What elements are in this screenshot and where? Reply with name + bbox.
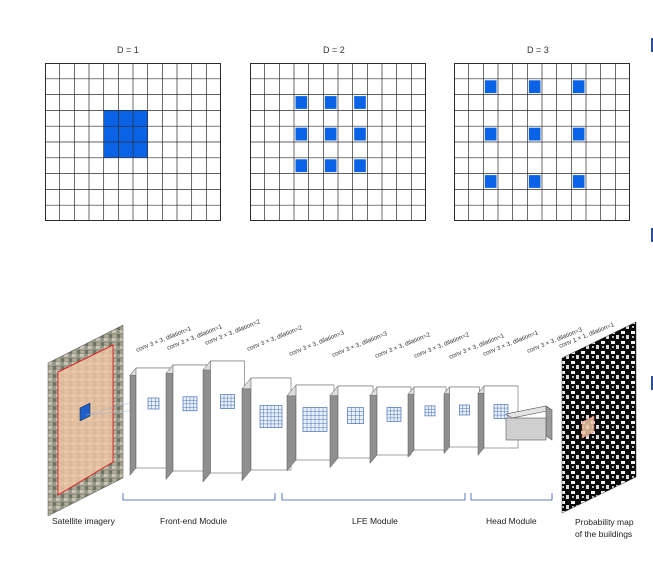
conv-layer-8 — [407, 386, 447, 458]
kernel-cell — [354, 96, 366, 109]
dilation-label-3: D = 3 — [527, 45, 549, 55]
kernel-cell — [324, 127, 337, 141]
kernel-cell — [103, 142, 119, 158]
caption-probability-map-line1: Probability map — [575, 517, 634, 527]
caption-probability-map-line2: of the buildings — [575, 529, 633, 539]
dilation-grid-1 — [45, 63, 221, 221]
kernel-cell — [295, 159, 308, 173]
kernel-cell — [484, 175, 497, 188]
slide-edge-marker — [651, 38, 653, 52]
kernel-cell — [133, 110, 148, 127]
kernel-cell — [118, 110, 133, 127]
kernel-cell — [572, 80, 585, 94]
dilation-label-1: D = 1 — [117, 45, 139, 55]
conv-layer-9 — [443, 386, 481, 455]
kernel-cell — [324, 96, 337, 109]
head-output-block — [505, 405, 553, 441]
kernel-cell — [118, 126, 133, 142]
kernel-cell — [354, 127, 366, 141]
conv-layer-3 — [202, 360, 246, 483]
kernel-cell — [103, 110, 119, 127]
conv-layer-4 — [241, 377, 292, 482]
dilation-grid-2 — [250, 63, 426, 221]
conv-layer-7 — [369, 386, 412, 465]
receptive-field — [147, 397, 160, 410]
kernel-cell — [118, 142, 133, 158]
satellite-image — [47, 324, 124, 517]
kernel-cell — [295, 96, 308, 109]
kernel-cell — [528, 175, 541, 188]
conv-layer-10 — [477, 385, 519, 456]
kernel-cell — [103, 126, 119, 142]
conv-layer-2 — [165, 364, 208, 481]
receptive-field — [424, 405, 436, 417]
slide-edge-marker — [651, 228, 653, 242]
conv-layer-1 — [129, 367, 172, 476]
conv-layer-5 — [286, 384, 335, 472]
kernel-cell — [572, 175, 585, 188]
kernel-cell — [354, 159, 366, 173]
kernel-cell — [324, 159, 337, 173]
probability-map — [561, 321, 637, 514]
caption-front-end-module: Front-end Module — [160, 516, 228, 526]
kernel-cell — [295, 127, 308, 141]
kernel-cell — [484, 127, 497, 141]
dilation-grid-3 — [454, 63, 630, 221]
dilation-label-2: D = 2 — [323, 45, 345, 55]
kernel-cell — [528, 127, 541, 141]
kernel-cell — [484, 80, 497, 94]
caption-head-module: Head Module — [486, 516, 537, 526]
receptive-field — [459, 404, 470, 416]
caption-lfe-module: LFE Module — [352, 516, 398, 526]
kernel-cell — [572, 127, 585, 141]
slide-edge-marker — [651, 376, 653, 390]
kernel-cell — [133, 126, 148, 142]
conv-layer-6 — [329, 385, 374, 469]
kernel-cell — [528, 80, 541, 94]
kernel-cell — [133, 142, 148, 158]
module-brackets — [122, 493, 553, 501]
caption-satellite-imagery: Satellite imagery — [52, 516, 115, 526]
caption-probability-map: Probability map of the buildings — [575, 516, 634, 540]
